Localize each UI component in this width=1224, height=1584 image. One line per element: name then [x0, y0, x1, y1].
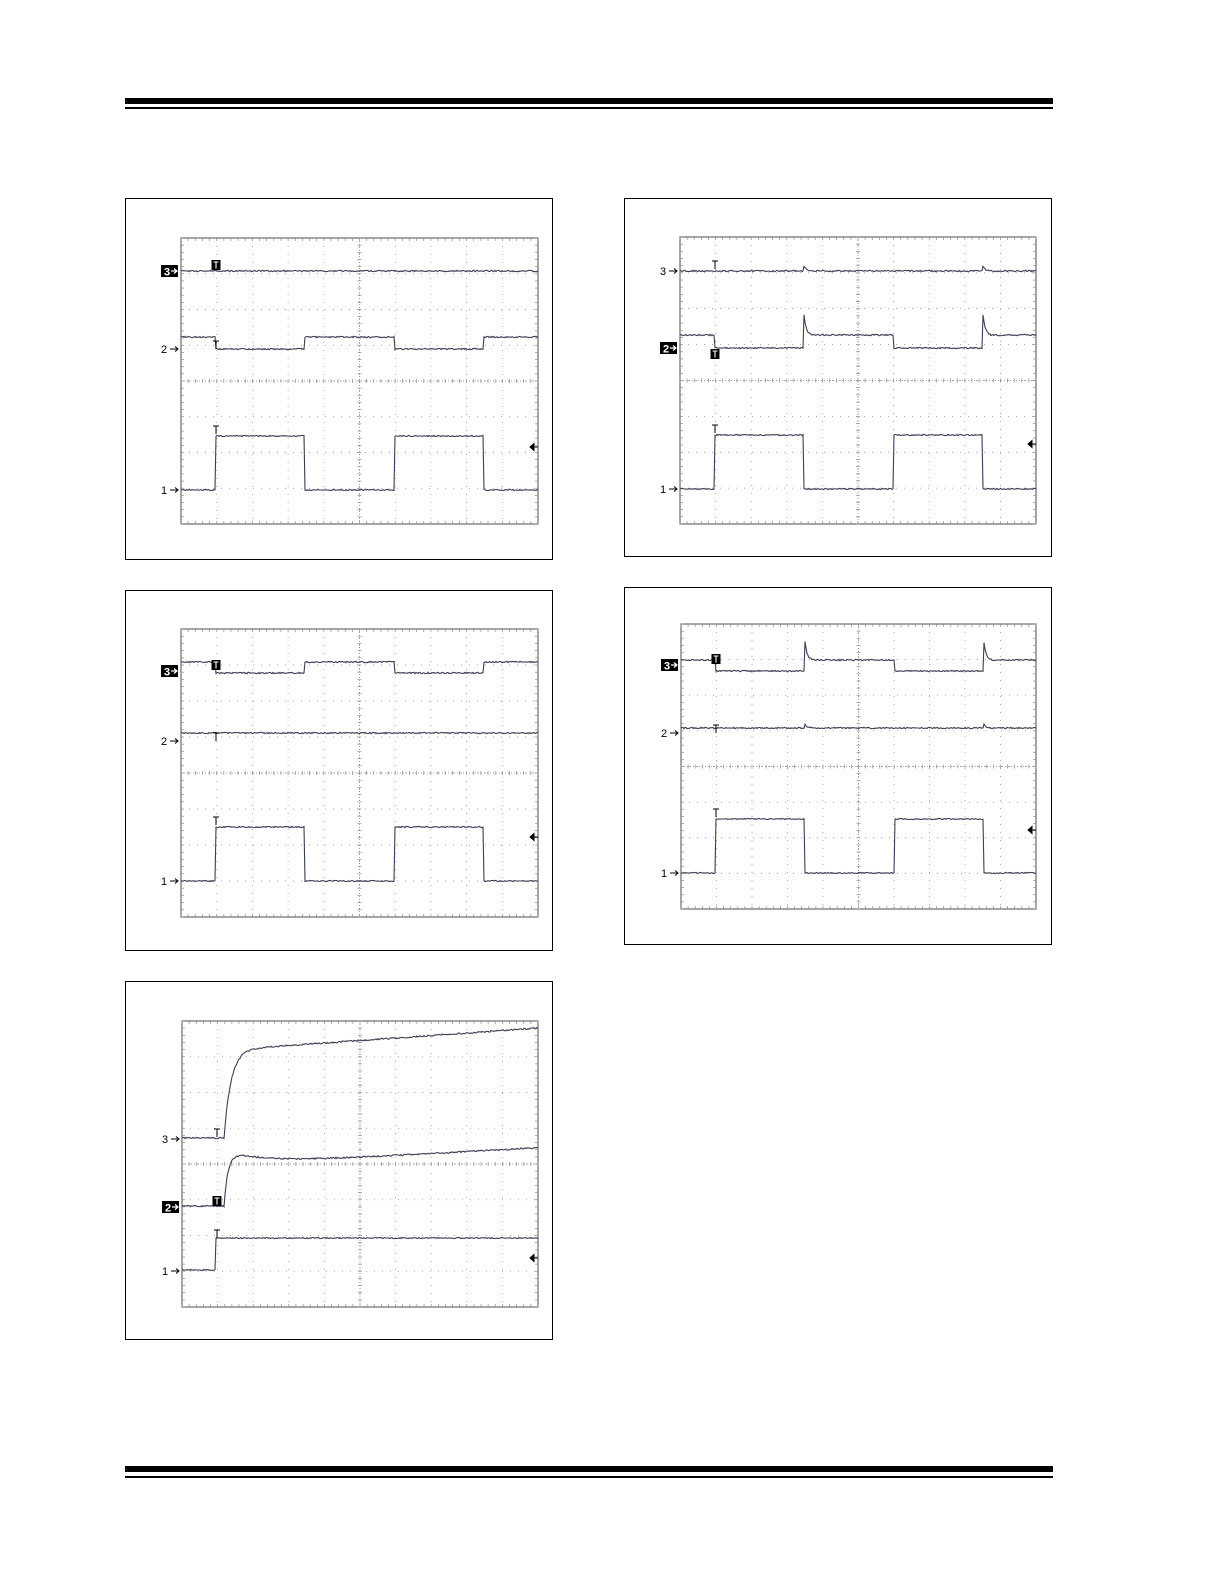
fig-top-left-channel-3-marker: 3: [161, 265, 178, 279]
fig-middle-left-trace-ch1: [180, 825, 539, 883]
fig-top-left-trigger-1-icon: [213, 425, 219, 434]
fig-middle-right-trace-ch1: [680, 817, 1037, 875]
fig-top-right-plot: 3 2 1: [660, 236, 1037, 525]
scope-figure-middle-right: 3 2 1: [624, 587, 1052, 945]
fig-middle-right-arrow: [1027, 825, 1036, 835]
fig-top-right-channel-3-marker: 3: [660, 266, 678, 278]
fig-bottom-left-channel-1-marker: 1: [162, 1266, 180, 1278]
svg-text:3: 3: [164, 667, 170, 679]
svg-text:3: 3: [664, 661, 670, 673]
svg-text:1: 1: [161, 485, 167, 497]
fig-bottom-left-graticule: [181, 1020, 539, 1308]
svg-text:1: 1: [161, 876, 167, 888]
fig-bottom-left-trigger-3-icon: [214, 1128, 220, 1137]
fig-top-left-plot: 3 2 1: [161, 237, 539, 525]
fig-middle-left-trace-ch3: [180, 660, 538, 675]
fig-top-right-trigger-3-icon: [712, 260, 718, 269]
svg-text:1: 1: [162, 1266, 168, 1278]
fig-middle-right-trace-ch2: [680, 722, 1037, 730]
scope-figure-top-right: 3 2 1: [624, 198, 1052, 557]
fig-middle-left-arrow: [529, 832, 538, 842]
fig-middle-left-channel-1-marker: 1: [161, 876, 179, 888]
fig-bottom-left-arrow: [529, 1253, 538, 1263]
fig-bottom-left-trigger-2-icon-boxed: [212, 1196, 222, 1206]
fig-middle-left-channel-2-marker: 2: [161, 736, 179, 748]
fig-top-right-trace-ch2: [680, 314, 1037, 350]
fig-top-left-trace-ch2: [180, 335, 539, 351]
svg-text:3: 3: [660, 266, 666, 278]
footer-rule-thick: [125, 1466, 1053, 1472]
fig-top-right-trace-ch1: [679, 433, 1037, 491]
fig-middle-right-channel-1-marker: 1: [661, 868, 679, 880]
svg-text:2: 2: [161, 736, 167, 748]
fig-bottom-left-trace-ch2: [181, 1146, 539, 1209]
svg-text:3: 3: [164, 267, 170, 279]
svg-text:2: 2: [661, 728, 667, 740]
svg-text:1: 1: [660, 484, 666, 496]
fig-top-left-arrow: [529, 442, 538, 452]
fig-top-left-channel-1-marker: 1: [161, 485, 179, 497]
fig-top-right-graticule: [679, 236, 1037, 525]
fig-middle-right-graticule: [680, 623, 1037, 910]
fig-bottom-left-channel-3-marker: 3: [162, 1134, 180, 1146]
fig-middle-left-plot: 3 2 1: [161, 628, 539, 918]
fig-middle-left-trigger-1-icon: [213, 816, 219, 825]
fig-top-left-trigger-3-icon-boxed: [211, 260, 221, 270]
fig-top-right-channel-1-marker: 1: [660, 484, 678, 496]
svg-text:2: 2: [663, 344, 669, 356]
fig-bottom-left-trigger-1-icon: [214, 1229, 220, 1238]
fig-bottom-left-trace-ch1: [182, 1236, 539, 1272]
fig-top-left-trace-ch3: [181, 269, 539, 273]
fig-middle-right-trigger-2-icon: [713, 724, 719, 733]
svg-text:3: 3: [162, 1134, 168, 1146]
fig-middle-right-channel-2-marker: 2: [661, 728, 679, 740]
fig-top-right-trigger-2-icon-boxed: [710, 349, 720, 359]
fig-top-right-trigger-1-icon: [712, 424, 718, 433]
scope-figure-bottom-left: 3 2 1: [125, 981, 553, 1340]
fig-bottom-left-plot: 3 2 1: [162, 1020, 539, 1308]
fig-middle-right-trigger-1-icon: [713, 808, 719, 817]
fig-top-left-trigger-2-icon: [213, 340, 219, 349]
fig-middle-left-trigger-2-icon: [213, 732, 219, 741]
fig-middle-right-trigger-3-icon-boxed: [711, 654, 721, 664]
fig-middle-right-trace-ch3: [680, 641, 1037, 673]
fig-middle-right-plot: 3 2 1: [661, 623, 1037, 910]
fig-middle-left-graticule: [180, 628, 539, 918]
fig-top-right-channel-2-marker: 2: [660, 342, 677, 356]
fig-top-left-graticule: [180, 237, 539, 525]
fig-middle-left-trigger-3-icon-boxed: [211, 660, 221, 670]
fig-top-right-trace-ch3: [679, 265, 1037, 273]
fig-top-left-trace-ch1: [181, 434, 539, 492]
fig-middle-right-channel-3-marker: 3: [661, 659, 678, 673]
fig-middle-left-trace-ch2: [180, 731, 539, 735]
footer-rule-thin: [125, 1476, 1053, 1478]
fig-bottom-left-trace-ch3: [181, 1026, 539, 1140]
svg-text:2: 2: [161, 344, 167, 356]
fig-bottom-left-channel-2-marker: 2: [162, 1201, 179, 1215]
fig-top-left-channel-2-marker: 2: [161, 344, 179, 356]
header-rule-thick: [125, 98, 1053, 104]
scope-figure-middle-left: 3 2 1: [125, 590, 553, 951]
scope-figure-top-left: 3 2 1: [125, 198, 553, 560]
header-rule-thin: [125, 107, 1053, 109]
fig-top-right-arrow: [1027, 439, 1036, 449]
svg-text:2: 2: [165, 1203, 171, 1215]
svg-text:1: 1: [661, 868, 667, 880]
fig-middle-left-channel-3-marker: 3: [161, 665, 178, 679]
